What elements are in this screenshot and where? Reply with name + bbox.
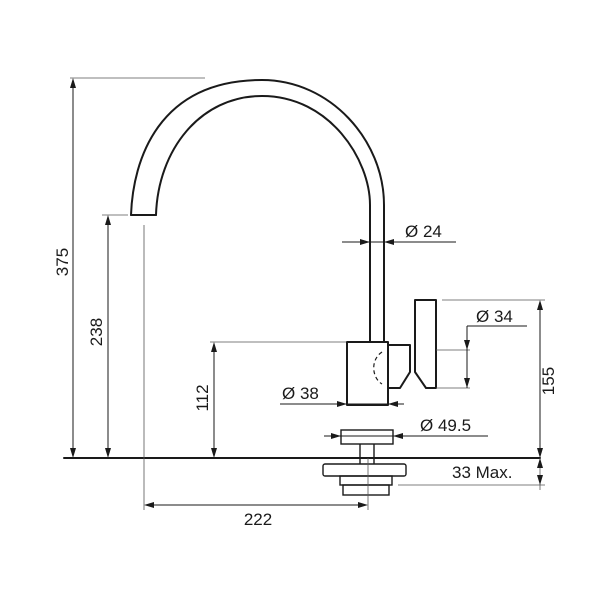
diameter-base-label: Ø 49.5: [420, 416, 471, 435]
dimension-lever-height: 112: [193, 342, 217, 458]
faucet-outline: [63, 79, 541, 496]
deck-thickness-label: 33 Max.: [452, 463, 512, 482]
diameter-handle-label: Ø 34: [476, 307, 513, 326]
dimension-diameter-body: Ø 38: [280, 384, 404, 407]
dimension-reach: 222: [144, 502, 368, 529]
diameter-spout-label: Ø 24: [405, 222, 442, 241]
dimension-diameter-base: Ø 49.5: [324, 416, 488, 439]
dimension-deck-thickness: 33 Max.: [452, 458, 543, 485]
diameter-body-label: Ø 38: [282, 384, 319, 403]
handle-height-label: 155: [539, 367, 558, 395]
extension-lines: [70, 77, 545, 510]
total-height-label: 375: [53, 248, 72, 276]
dimension-diameter-handle: Ø 34: [464, 307, 527, 388]
lever-height-label: 112: [193, 384, 212, 411]
reach-label: 222: [244, 510, 272, 529]
dimension-spout-height: 238: [87, 215, 111, 458]
dimension-total-height: 375: [53, 78, 76, 458]
spout-height-label: 238: [87, 318, 106, 346]
dimension-diameter-spout: Ø 24: [342, 222, 456, 245]
dimension-handle-height: 155: [537, 300, 558, 458]
